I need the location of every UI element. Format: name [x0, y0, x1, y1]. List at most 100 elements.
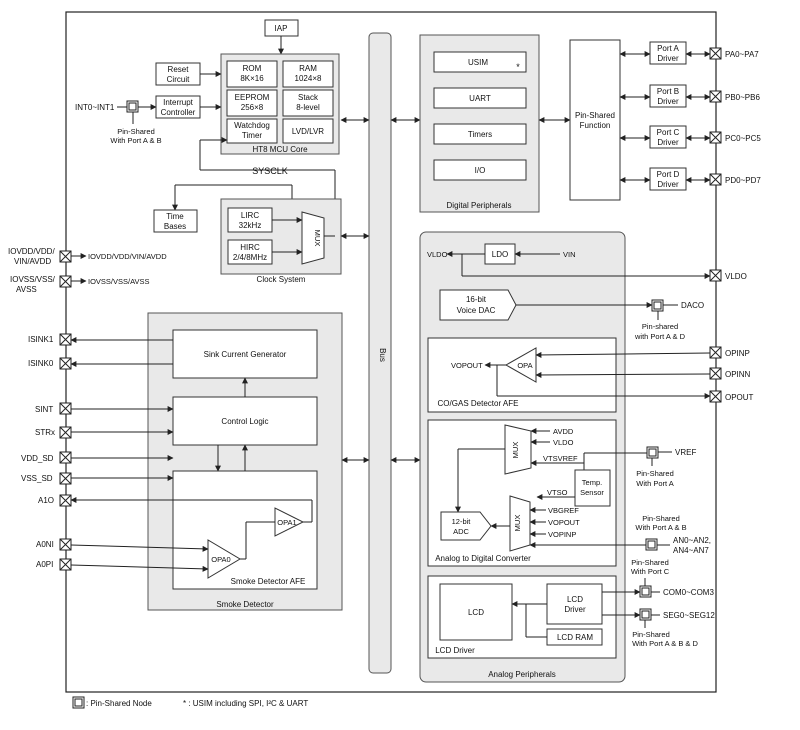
pin-shared-function-block — [569, 39, 621, 201]
block-label: Port B — [657, 87, 679, 96]
block-label: Pin-Shared — [642, 514, 680, 523]
block-label: LCD Driver — [435, 646, 475, 655]
block-label: STRx — [35, 428, 55, 437]
block-label: Port A — [657, 44, 679, 53]
block-label: MUX — [511, 442, 520, 459]
legend-usim-note: * : USIM including SPI, I²C & UART — [183, 699, 308, 708]
block-label: VTSO — [547, 488, 568, 497]
vss-sd-pin-icon — [59, 472, 72, 485]
block-label: ISINK0 — [28, 359, 54, 368]
block-label: Pin-Shared — [117, 127, 155, 136]
ram-block — [282, 60, 334, 88]
block-label: LDO — [492, 250, 508, 259]
block-label: LCD RAM — [557, 633, 593, 642]
block-label: AN4~AN7 — [673, 546, 709, 555]
lcd-driver-block — [546, 583, 603, 625]
block-label: VBGREF — [548, 506, 579, 515]
block-label: With Port A & B — [635, 523, 686, 532]
block-label: * — [516, 62, 520, 72]
block-label: Controller — [161, 108, 196, 117]
pin-shared-node-icon — [126, 100, 139, 113]
adc-12bit-block — [440, 511, 492, 541]
iovdd-pin-icon — [59, 250, 72, 263]
block-label: AVSS — [16, 285, 37, 294]
bus-label: Bus — [378, 348, 387, 362]
block-label: Driver — [657, 138, 679, 147]
block-label: SINT — [35, 405, 53, 414]
block-label: CO/GAS Detector AFE — [438, 399, 519, 408]
block-label: Driver — [657, 54, 679, 63]
a0pi-pin-icon — [59, 558, 72, 571]
block-label: 2/4/8MHz — [233, 253, 267, 262]
pa-pin-icon — [709, 47, 722, 60]
block-label: USIM — [468, 58, 488, 67]
opinn-pin-icon — [709, 367, 722, 380]
block-label: Sink Current Generator — [204, 350, 287, 359]
block-label: A0NI — [36, 540, 54, 549]
block-label: Reset — [168, 65, 190, 74]
block-label: With Port A & B & D — [632, 639, 698, 648]
vldo-pin-icon — [709, 269, 722, 282]
block-label: with Port A & D — [634, 332, 686, 341]
block-label: Pin-shared — [642, 322, 678, 331]
uart-block — [433, 87, 527, 109]
strx-pin-icon — [59, 426, 72, 439]
sint-pin-icon — [59, 402, 72, 415]
block-label: OPA0 — [211, 555, 230, 564]
int-pin-label: INT0~INT1 — [75, 103, 115, 112]
sysclk-label: SYSCLK — [252, 166, 288, 176]
block-label: Control Logic — [221, 417, 268, 426]
block-label: EEPROM — [235, 93, 270, 102]
block-label: OPINN — [725, 370, 751, 379]
block-label: VIN/AVDD — [14, 257, 51, 266]
block-label: Timers — [468, 130, 492, 139]
block-label: Driver — [657, 180, 679, 189]
block-label: Temp. — [582, 478, 602, 487]
a1o-pin-icon — [59, 494, 72, 507]
block-label: Smoke Detector AFE — [231, 577, 306, 586]
eeprom-block — [226, 89, 278, 117]
rom-block — [226, 60, 278, 88]
seg-pin-shared-icon — [639, 608, 652, 621]
block-label: VTSVREF — [543, 454, 578, 463]
block-label: Port C — [657, 128, 680, 137]
block-label: 8-level — [296, 103, 320, 112]
block-label: Pin-Shared — [632, 630, 670, 639]
block-label: Circuit — [167, 75, 190, 84]
block-label: AVDD — [553, 427, 574, 436]
block-label: IOVDD/VDD/ — [8, 247, 55, 256]
block-label: VLDO — [427, 250, 448, 259]
legend-pin-shared: : Pin-Shared Node — [86, 699, 152, 708]
vref-pin-shared-icon — [646, 446, 659, 459]
pb-pin-icon — [709, 90, 722, 103]
block-label: ISINK1 — [28, 335, 54, 344]
temp-sensor-block — [574, 469, 611, 507]
block-label: VLDO — [725, 272, 747, 281]
iap-label: IAP — [275, 24, 288, 33]
block-label: VSS_SD — [21, 474, 53, 483]
block-label: MUX — [513, 515, 522, 532]
block-label: 1024×8 — [295, 74, 322, 83]
block-label: LCD — [468, 608, 484, 617]
block-label: 8K×16 — [240, 74, 264, 83]
analog-peripherals-caption: Analog Peripherals — [488, 670, 556, 679]
block-label: PB0~PB6 — [725, 93, 760, 102]
block-label: Function — [580, 121, 611, 130]
block-label: Pin-Shared — [575, 111, 615, 120]
block-label: RAM — [299, 64, 317, 73]
block-label: Voice DAC — [457, 306, 496, 315]
block-label: OPOUT — [725, 393, 754, 402]
cogas-opa — [504, 347, 537, 383]
block-label: With Port A & B — [110, 136, 161, 145]
block-label: I/O — [475, 166, 486, 175]
block-label: IOVDD/VDD/VIN/AVDD — [88, 252, 167, 261]
block-label: Time — [166, 212, 184, 221]
block-label: Analog to Digital Converter — [435, 554, 531, 563]
block-label: A1O — [38, 496, 54, 505]
block-label: HIRC — [240, 243, 260, 252]
smoke-afe-block — [172, 470, 318, 590]
clock-mux — [301, 211, 325, 265]
timers-block — [433, 123, 527, 145]
hirc-block — [227, 239, 273, 265]
